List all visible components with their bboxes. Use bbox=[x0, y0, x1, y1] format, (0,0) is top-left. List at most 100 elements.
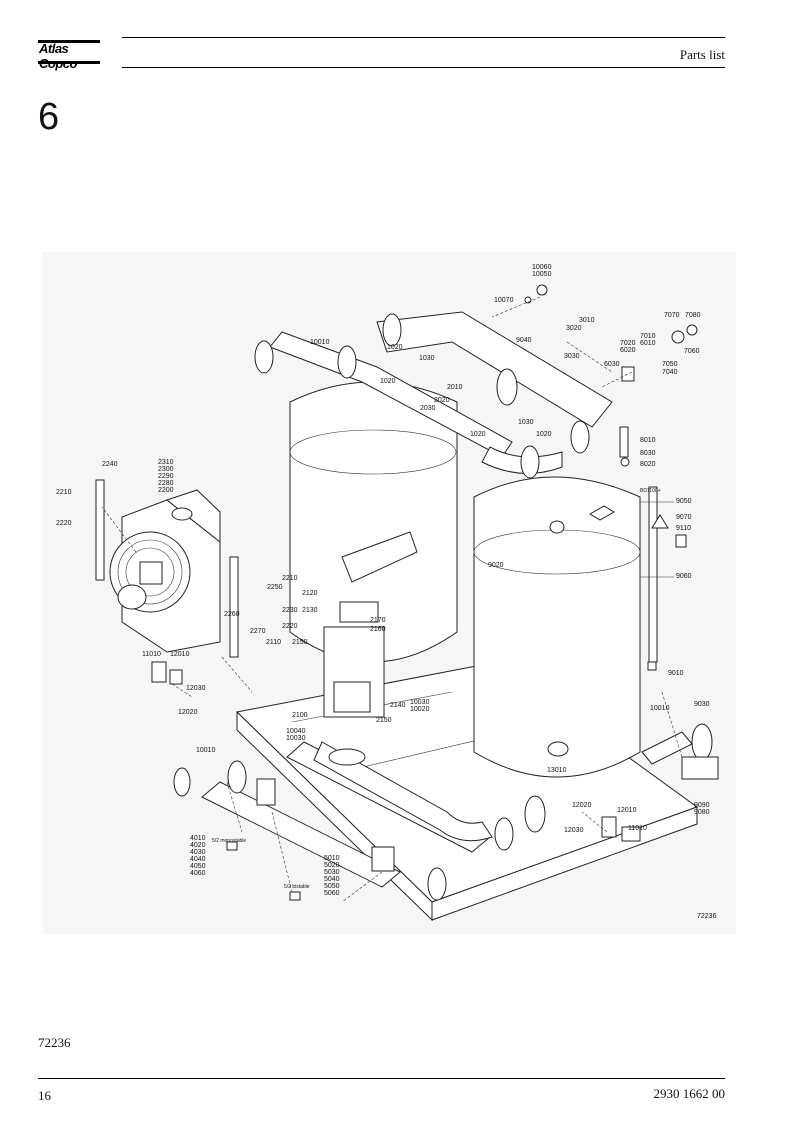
label-1020-d: 1020 bbox=[536, 431, 552, 438]
label-4050: 4050 bbox=[190, 863, 206, 870]
right-vessel bbox=[473, 476, 641, 778]
label-8010: 8010 bbox=[640, 437, 656, 444]
label-bd1100: BD1100+ bbox=[640, 488, 661, 494]
figure-id-label: 72236 bbox=[697, 913, 717, 920]
label-5040: 5040 bbox=[324, 876, 340, 883]
label-6010: 6010 bbox=[640, 340, 656, 347]
label-10020: 10020 bbox=[410, 706, 430, 713]
label-2200: 2200 bbox=[158, 487, 174, 494]
label-10030-b: 10030 bbox=[286, 735, 306, 742]
label-2020: 2020 bbox=[434, 397, 450, 404]
header-rule-bottom bbox=[122, 67, 725, 68]
label-2140: 2140 bbox=[390, 702, 406, 709]
label-2110: 2110 bbox=[266, 639, 281, 646]
label-10010-bottom: 10010 bbox=[196, 747, 216, 754]
logo-text: Atlas Copco bbox=[39, 41, 77, 71]
label-9090: 9090 bbox=[694, 802, 710, 809]
label-5010: 5010 bbox=[324, 855, 340, 862]
leader-lines bbox=[101, 296, 683, 903]
label-10050: 10050 bbox=[532, 271, 552, 278]
label-2030: 2030 bbox=[420, 405, 436, 412]
label-2230: 2230 bbox=[282, 607, 298, 614]
label-5050: 5050 bbox=[324, 883, 340, 890]
chapter-number: 6 bbox=[38, 96, 60, 138]
label-7010: 7010 bbox=[640, 333, 656, 340]
label-4040: 4040 bbox=[190, 856, 206, 863]
label-2210-right: 2210 bbox=[282, 575, 298, 582]
label-10010-right: 10010 bbox=[650, 705, 670, 712]
label-2280: 2280 bbox=[158, 480, 174, 487]
page-number: 16 bbox=[38, 1088, 51, 1103]
label-9110: 9110 bbox=[676, 525, 691, 532]
bottom-piping bbox=[173, 723, 713, 901]
cooler-fan-assembly bbox=[95, 479, 239, 658]
label-11010-right: 11010 bbox=[628, 825, 647, 832]
label-9080: 9080 bbox=[694, 809, 710, 816]
label-4010: 4010 bbox=[190, 835, 206, 842]
label-7050: 7050 bbox=[662, 361, 678, 368]
label-10070: 10070 bbox=[494, 297, 514, 304]
label-2120: 2120 bbox=[302, 590, 318, 597]
label-7040: 7040 bbox=[662, 369, 678, 376]
label-10060: 10060 bbox=[532, 264, 552, 271]
label-7070: 7070 bbox=[664, 312, 680, 319]
label-7080: 7080 bbox=[685, 312, 701, 319]
label-12030-right: 12030 bbox=[564, 827, 584, 834]
label-2150-b: 2150 bbox=[376, 717, 392, 724]
label-12010-left: 12010 bbox=[170, 651, 190, 658]
label-12030-left: 12030 bbox=[186, 685, 206, 692]
label-11010-left: 11010 bbox=[142, 651, 161, 658]
label-2240: 2240 bbox=[102, 461, 118, 468]
label-3020: 3020 bbox=[566, 325, 582, 332]
loose-parts bbox=[151, 284, 719, 901]
label-12010-right: 12010 bbox=[617, 807, 637, 814]
label-1020-b: 1020 bbox=[380, 378, 396, 385]
label-2010: 2010 bbox=[447, 384, 463, 391]
label-2290: 2290 bbox=[158, 473, 174, 480]
exploded-parts-drawing: 10060 10050 10070 3010 3020 9040 3030 70… bbox=[42, 252, 736, 934]
label-10010-top: 10010 bbox=[310, 339, 330, 346]
label-7060: 7060 bbox=[684, 348, 700, 355]
label-2170: 2170 bbox=[370, 617, 386, 624]
label-12020-left: 12020 bbox=[178, 709, 198, 716]
label-2130: 2130 bbox=[302, 607, 318, 614]
label-8030: 8030 bbox=[640, 450, 656, 457]
document-number: 2930 1662 00 bbox=[653, 1086, 726, 1101]
drawing-number: 72236 bbox=[38, 1035, 71, 1050]
label-2100: 2100 bbox=[292, 712, 308, 719]
label-2160: 2160 bbox=[370, 626, 386, 633]
label-5020: 5020 bbox=[324, 862, 340, 869]
label-5060: 5060 bbox=[324, 890, 340, 897]
atlas-copco-logo: Atlas Copco bbox=[38, 40, 100, 71]
label-6030: 6030 bbox=[604, 361, 620, 368]
label-9060: 9060 bbox=[676, 573, 692, 580]
label-5030: 5030 bbox=[324, 869, 340, 876]
label-2150-a: 2150 bbox=[292, 639, 308, 646]
label-1020-c: 1020 bbox=[470, 431, 486, 438]
label-2300: 2300 bbox=[158, 466, 174, 473]
label-2210-left: 2210 bbox=[56, 489, 72, 496]
label-2220-left: 2220 bbox=[56, 520, 72, 527]
label-9050: 9050 bbox=[676, 498, 692, 505]
label-7020: 7020 bbox=[620, 340, 636, 347]
section-title: Parts list bbox=[679, 47, 725, 62]
label-1020-a: 1020 bbox=[387, 344, 403, 351]
label-6020: 6020 bbox=[620, 347, 636, 354]
label-2270: 2270 bbox=[250, 628, 266, 635]
header-rule-top bbox=[122, 37, 725, 38]
part-number-labels: 10060 10050 10070 3010 3020 9040 3030 70… bbox=[56, 264, 717, 920]
label-12020-right: 12020 bbox=[572, 802, 592, 809]
label-9020: 9020 bbox=[488, 562, 504, 569]
footer-rule bbox=[38, 1078, 725, 1079]
label-2250: 2250 bbox=[267, 584, 283, 591]
label-10030-a: 10030 bbox=[410, 699, 430, 706]
label-2220-right: 2220 bbox=[282, 623, 298, 630]
label-13010: 13010 bbox=[547, 767, 567, 774]
label-4020: 4020 bbox=[190, 842, 206, 849]
top-piping bbox=[254, 311, 613, 479]
label-9030: 9030 bbox=[694, 701, 710, 708]
label-3030: 3030 bbox=[564, 353, 580, 360]
label-bistable: 5/2 bistable bbox=[284, 884, 310, 890]
label-8020: 8020 bbox=[640, 461, 656, 468]
label-3010: 3010 bbox=[579, 317, 595, 324]
